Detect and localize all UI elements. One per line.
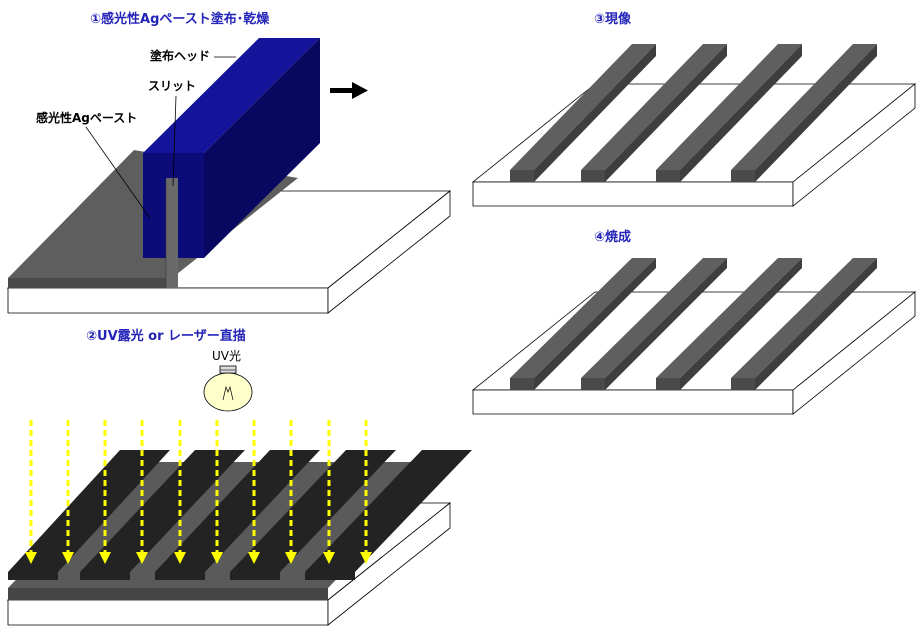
step1-coating: ①感光性Agペースト塗布･乾燥 塗布ヘッド <box>6 11 452 314</box>
slit-leader <box>172 95 177 187</box>
right-arrow-icon <box>330 82 368 99</box>
paste-label: 感光性Agペースト <box>36 110 137 125</box>
step1-title: ①感光性Agペースト塗布･乾燥 <box>90 11 270 27</box>
step2-exposure: ②UV露光 or レーザー直描 UV光 <box>6 328 472 626</box>
step4-lines <box>510 258 877 390</box>
paste-leader <box>85 126 151 219</box>
step4-title: ④焼成 <box>594 229 631 245</box>
step3-lines <box>510 44 877 182</box>
coating-head-label: 塗布ヘッド <box>150 48 210 63</box>
step4-firing: ④焼成 <box>471 229 917 415</box>
step1-slit <box>165 178 178 288</box>
step3-title: ③現像 <box>594 11 632 27</box>
slit-label: スリット <box>148 79 196 93</box>
step2-mask <box>8 450 472 580</box>
step3-develop: ③現像 <box>471 11 917 207</box>
light-bulb-icon: UV光 <box>203 349 253 412</box>
down-arrow-icon <box>25 420 372 564</box>
uv-light-label: UV光 <box>212 349 241 363</box>
step2-title: ②UV露光 or レーザー直描 <box>86 328 246 344</box>
